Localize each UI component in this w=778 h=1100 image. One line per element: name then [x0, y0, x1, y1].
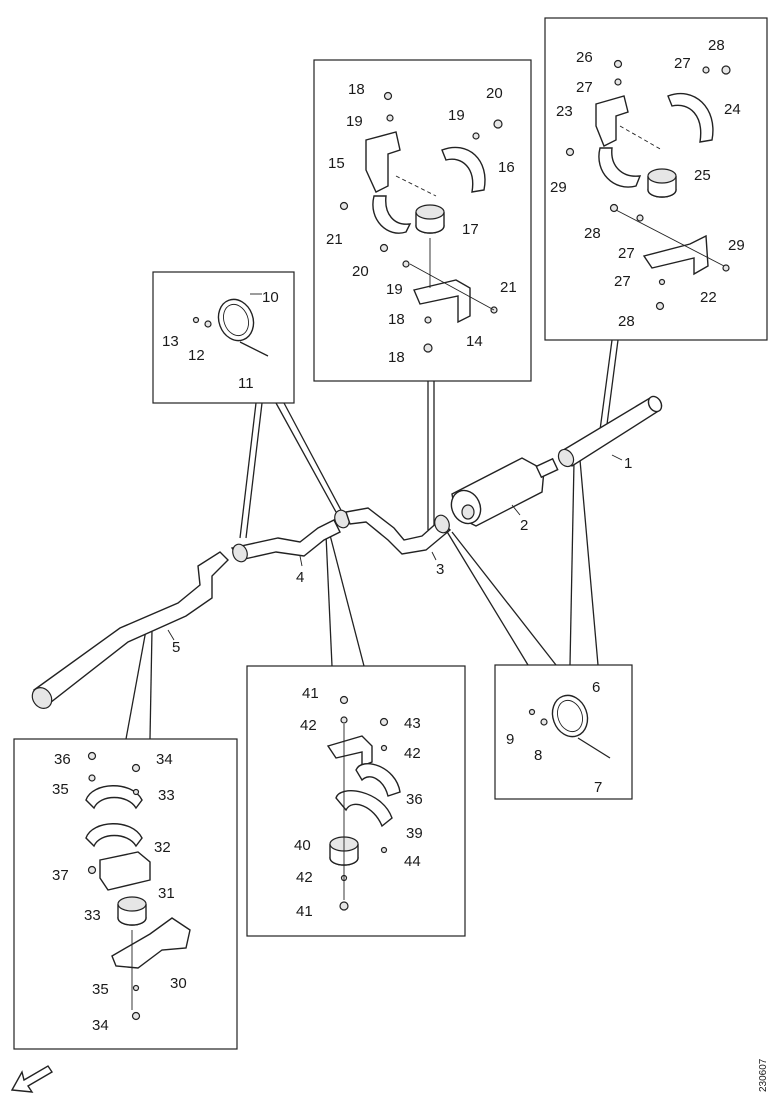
label-part-19c: 19 — [386, 281, 403, 298]
label-part-20b: 20 — [352, 263, 369, 280]
label-pipe-4: 4 — [296, 569, 304, 586]
detail-clamp-6-9 — [528, 694, 611, 759]
label-part-16: 16 — [498, 159, 515, 176]
label-part-41a: 41 — [302, 685, 319, 702]
label-pipe-3: 3 — [436, 561, 444, 578]
label-part-6: 6 — [592, 679, 600, 696]
label-part-27a: 27 — [576, 79, 593, 96]
detail-mount-14-21 — [339, 91, 503, 353]
label-part-28c: 28 — [618, 313, 635, 330]
label-pipe-5: 5 — [172, 639, 180, 656]
label-part-23: 23 — [556, 103, 573, 120]
label-part-14: 14 — [466, 333, 483, 350]
label-part-32: 32 — [154, 839, 171, 856]
label-part-42b: 42 — [404, 745, 421, 762]
drawing-code: 230607 — [758, 1058, 769, 1092]
label-part-36a: 36 — [54, 751, 71, 768]
muffler-2 — [450, 457, 559, 527]
label-part-29a: 29 — [550, 179, 567, 196]
label-part-42c: 42 — [296, 869, 313, 886]
label-part-41b: 41 — [296, 903, 313, 920]
label-part-37: 37 — [52, 867, 69, 884]
label-part-26: 26 — [576, 49, 593, 66]
label-part-18c: 18 — [388, 349, 405, 366]
label-part-34b: 34 — [92, 1017, 109, 1034]
label-part-24: 24 — [724, 101, 741, 118]
direction-arrow-icon — [10, 1065, 53, 1093]
label-part-18a: 18 — [348, 81, 365, 98]
label-part-33b: 33 — [84, 907, 101, 924]
label-part-43: 43 — [404, 715, 421, 732]
label-part-17: 17 — [462, 221, 479, 238]
label-part-27d: 27 — [614, 273, 631, 290]
label-part-25: 25 — [694, 167, 711, 184]
label-part-12: 12 — [188, 347, 205, 364]
label-part-22: 22 — [700, 289, 717, 306]
label-part-31: 31 — [158, 885, 175, 902]
label-part-39: 39 — [406, 825, 423, 842]
label-part-10: 10 — [262, 289, 279, 306]
detail-mount-22-29 — [565, 59, 731, 311]
label-part-21b: 21 — [500, 279, 517, 296]
pipe-4 — [230, 509, 350, 563]
label-part-27b: 27 — [674, 55, 691, 72]
label-part-30: 30 — [170, 975, 187, 992]
label-part-13: 13 — [162, 333, 179, 350]
label-part-19a: 19 — [346, 113, 363, 130]
label-part-21a: 21 — [326, 231, 343, 248]
label-part-20a: 20 — [486, 85, 503, 102]
label-pipe-1: 1 — [624, 455, 632, 472]
label-part-18b: 18 — [388, 311, 405, 328]
label-part-11: 11 — [238, 375, 254, 392]
label-muffler-2: 2 — [520, 517, 528, 534]
label-part-15: 15 — [328, 155, 345, 172]
detail-box-mount-30-37 — [13, 738, 238, 1050]
leader-lines — [125, 339, 619, 740]
pipe-leader-ticks — [167, 454, 623, 641]
tailpipe-1 — [557, 395, 663, 468]
label-part-19b: 19 — [448, 107, 465, 124]
label-part-40: 40 — [294, 837, 311, 854]
label-part-7: 7 — [594, 779, 602, 796]
detail-mount-38-44 — [326, 695, 401, 911]
label-part-35b: 35 — [92, 981, 109, 998]
detail-box-clamp-10-13 — [152, 271, 295, 404]
label-part-29b: 29 — [728, 237, 745, 254]
label-part-27c: 27 — [618, 245, 635, 262]
label-part-8: 8 — [534, 747, 542, 764]
label-part-9: 9 — [506, 731, 514, 748]
pipe-5 — [31, 551, 229, 709]
label-part-36b: 36 — [406, 791, 423, 808]
detail-mount-30-37 — [85, 751, 191, 1021]
label-part-42a: 42 — [300, 717, 317, 734]
label-part-28b: 28 — [584, 225, 601, 242]
label-part-34a: 34 — [156, 751, 173, 768]
label-part-33: 33 — [158, 787, 175, 804]
detail-clamp-10 — [192, 293, 269, 357]
label-part-35a: 35 — [52, 781, 69, 798]
label-part-28a: 28 — [708, 37, 725, 54]
pipe-3 — [345, 507, 452, 555]
label-part-44: 44 — [404, 853, 421, 870]
